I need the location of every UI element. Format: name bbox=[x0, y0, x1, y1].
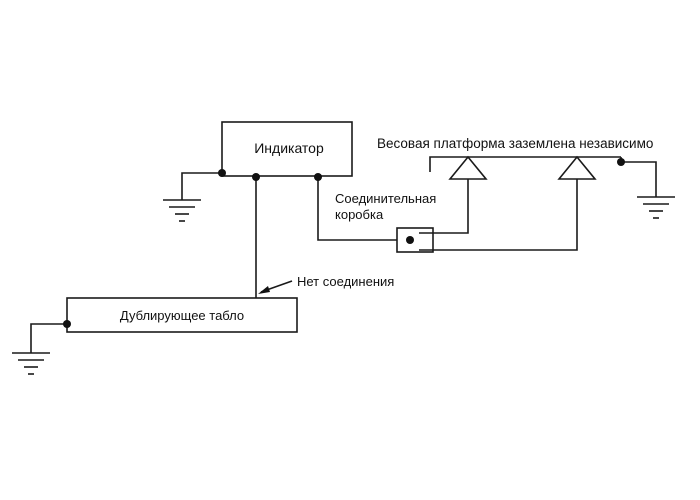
remote-display-ground-terminal bbox=[63, 320, 71, 328]
junction-box-cable bbox=[317, 177, 410, 241]
indicator-cable-terminal bbox=[252, 173, 260, 181]
remote-display-label: Дублирующее табло bbox=[120, 308, 244, 323]
remote-display-box bbox=[66, 297, 298, 333]
remote-display-ground-icon bbox=[12, 352, 50, 375]
indicator-label: Индикатор bbox=[254, 140, 324, 156]
platform-ground-wire bbox=[620, 157, 657, 197]
indicator-junction-terminal bbox=[314, 173, 322, 181]
indicator-box bbox=[221, 121, 353, 177]
platform-ground-terminal bbox=[617, 158, 625, 166]
no-connection-label: Нет соединения bbox=[297, 274, 394, 289]
junction-box bbox=[396, 227, 434, 253]
junction-box-terminal bbox=[406, 236, 414, 244]
no-connection-arrow bbox=[258, 280, 293, 294]
load-cell-2-icon bbox=[557, 155, 597, 180]
remote-display-ground-wire bbox=[30, 323, 67, 353]
load-cell-1-icon bbox=[448, 155, 488, 180]
platform-ground-note: Весовая платформа заземлена независимо bbox=[377, 136, 653, 151]
indicator-ground-wire bbox=[181, 172, 222, 200]
load-cell-1-cable bbox=[419, 179, 469, 234]
weighing-platform bbox=[429, 156, 621, 172]
load-cell-2-cable bbox=[419, 179, 578, 251]
junction-box-label-line1: Соединительная bbox=[335, 191, 436, 206]
junction-box-label-line2: коробка bbox=[335, 207, 384, 222]
indicator-ground-icon bbox=[163, 199, 201, 222]
platform-ground-icon bbox=[637, 196, 675, 219]
indicator-ground-terminal bbox=[218, 169, 226, 177]
